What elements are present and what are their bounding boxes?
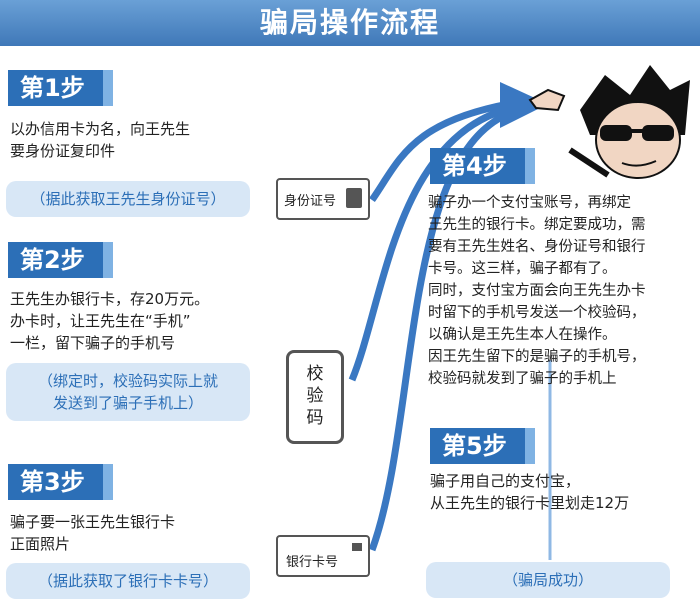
step-1-note: （据此获取王先生身份证号）	[6, 181, 250, 217]
bank-card-label: 银行卡号	[286, 555, 339, 570]
scammer-icon	[568, 65, 690, 179]
arrow-id-to-alipay	[369, 98, 521, 203]
step-3-note: （据此获取了银行卡卡号）	[6, 563, 250, 599]
portrait-icon	[346, 188, 362, 208]
step-2-note: （绑定时，校验码实际上就发送到了骗子手机上）	[6, 363, 250, 421]
step-5-desc: 骗子用自己的支付宝，从王先生的银行卡里划走12万	[430, 472, 630, 512]
hand-icon	[528, 88, 566, 112]
step-3-tag: 第3步	[8, 464, 113, 500]
id-card: 身份证号	[276, 178, 370, 220]
arrow-head	[500, 82, 548, 128]
step-2-desc: 王先生办银行卡，存20万元。办卡时，让王先生在“手机”一栏，留下骗子的手机号	[10, 290, 210, 352]
phone-char-2: 验	[306, 386, 324, 406]
step-4-desc: 骗子办一个支付宝账号，再绑定王先生的银行卡。绑定要成功，需要有王先生姓名、身份证…	[428, 195, 646, 387]
phone-card: 校 验 码	[286, 350, 344, 444]
id-card-label: 身份证号	[284, 194, 337, 209]
arrow-code-to-alipay	[348, 102, 521, 382]
step-1-tag: 第1步	[8, 70, 113, 106]
arrow-bank-to-alipay	[368, 106, 521, 552]
page-title: 骗局操作流程	[0, 0, 700, 46]
step-5-tag: 第5步	[430, 428, 535, 464]
step-3-desc: 骗子要一张王先生银行卡正面照片	[10, 513, 176, 553]
chip-icon	[352, 543, 362, 551]
step-2-tag: 第2步	[8, 242, 113, 278]
step-5-note: （骗局成功）	[426, 562, 670, 598]
phone-char-3: 码	[306, 408, 324, 428]
phone-char-1: 校	[306, 364, 324, 384]
bank-card: 银行卡号	[276, 535, 370, 577]
step-1-desc: 以办信用卡为名，向王先生要身份证复印件	[10, 120, 191, 160]
step-4-tag: 第4步	[430, 148, 535, 184]
